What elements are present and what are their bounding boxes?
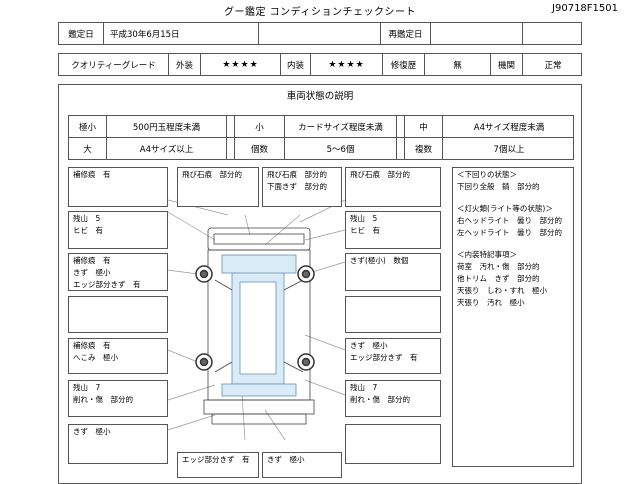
summary-line: 天張り しわ・すれ 極小 xyxy=(457,286,547,295)
document-id: J90718F1501 xyxy=(552,3,618,14)
note-windshield: 飛び石痕 部分的 xyxy=(177,167,259,207)
note-rear-window: きず 極小 xyxy=(262,452,342,478)
note-right-side xyxy=(345,296,441,333)
appraisal-date-label: 鑑定日 xyxy=(59,23,104,44)
size-legend-table: 極小 500円玉程度未満 小 カードサイズ程度未満 中 A4サイズ程度未満 大 … xyxy=(68,115,574,160)
note-left-front-bumper: 補修痕 有 xyxy=(68,167,168,207)
note-right-rear-door: きず 極小 エッジ部分きず 有 xyxy=(345,338,441,374)
legend-value: 500円玉程度未満 xyxy=(107,116,227,137)
legend-value: A4サイズ以上 xyxy=(107,138,227,160)
legend-value: 5～6個 xyxy=(285,138,397,160)
note-right-front-fender: きず(極小) 数個 xyxy=(345,253,441,291)
quality-grade-label: クオリティーグレード xyxy=(59,54,169,75)
appraisal-date-row: 鑑定日 平成30年6月15日 再鑑定日 xyxy=(58,22,582,45)
note-left-front-fender: 補修痕 有 きず 極小 エッジ部分きず 有 xyxy=(68,253,168,291)
note-left-headlight: 残山 5 ヒビ 有 xyxy=(68,211,168,249)
note-left-rear-tire: 残山 7 削れ・傷 部分的 xyxy=(68,380,168,417)
car-outline xyxy=(203,227,315,425)
summary-line: 他トリム きず 部分的 xyxy=(457,274,540,283)
reappraisal-date-label: 再鑑定日 xyxy=(381,23,431,44)
note-right-headlight: 残山 5 ヒビ 有 xyxy=(345,211,441,249)
exterior-label: 外装 xyxy=(169,54,201,75)
legend-label: 複数 xyxy=(405,138,443,160)
repair-history-value: 無 xyxy=(425,54,491,75)
sheet-title: グー鑑定 コンディションチェックシート xyxy=(224,7,416,18)
note-right-rear-bumper xyxy=(345,424,441,464)
legend-label: 個数 xyxy=(235,138,285,160)
legend-value: カードサイズ程度未満 xyxy=(285,116,397,137)
note-rear-gate: エッジ部分きず 有 xyxy=(177,452,259,478)
interior-label: 内装 xyxy=(281,54,311,75)
section-title: 車両状態の説明 xyxy=(286,91,354,102)
appraisal-date-blank xyxy=(259,23,381,44)
interior-rating: ★★★★ xyxy=(311,54,383,75)
note-right-rear-tire: 残山 7 削れ・傷 部分的 xyxy=(345,380,441,417)
quality-grade-row: クオリティーグレード 外装 ★★★★ 内装 ★★★★ 修復歴 無 機関 正常 xyxy=(58,53,582,76)
note-left-rear-door: 補修痕 有 へこみ 極小 xyxy=(68,338,168,374)
summary-panel: ＜下回りの状態＞ 下回り全般 錆 部分的 ＜灯火類(ライト等の状態)＞ 右ヘッド… xyxy=(452,167,574,467)
exterior-rating: ★★★★ xyxy=(201,54,281,75)
engine-label: 機関 xyxy=(491,54,523,75)
summary-line: ＜内装特記事項＞ xyxy=(457,250,517,259)
legend-value: 7個以上 xyxy=(493,145,525,155)
legend-label: 大 xyxy=(69,138,107,160)
appraisal-date-value: 平成30年6月15日 xyxy=(104,23,259,44)
note-left-side xyxy=(68,296,168,333)
note-right-front-bumper: 飛び石痕 部分的 xyxy=(345,167,441,207)
note-front-hood: 飛び石痕 部分的 下面きず 部分的 xyxy=(262,167,342,207)
summary-line: 天張り 汚れ 極小 xyxy=(457,298,525,307)
legend-label: 小 xyxy=(235,116,285,137)
summary-line: 右ヘッドライト 曇り 部分的 xyxy=(457,216,562,225)
note-left-rear-bumper: きず 極小 xyxy=(68,424,168,464)
summary-line: 左ヘッドライト 曇り 部分的 xyxy=(457,228,562,237)
legend-label: 中 xyxy=(405,116,443,137)
summary-line: ＜下回りの状態＞ xyxy=(457,170,517,179)
repair-history-label: 修復歴 xyxy=(383,54,425,75)
engine-value: 正常 xyxy=(544,60,562,71)
legend-label: 極小 xyxy=(69,116,107,137)
legend-value: A4サイズ程度未満 xyxy=(473,122,545,133)
summary-line: 下回り全般 錆 部分的 xyxy=(457,182,540,191)
summary-line: 荷室 汚れ・傷 部分的 xyxy=(457,262,540,271)
reappraisal-date-value xyxy=(431,23,523,44)
wheels xyxy=(195,265,315,371)
summary-line: ＜灯火類(ライト等の状態)＞ xyxy=(457,204,553,213)
summary-line xyxy=(457,239,569,249)
summary-line xyxy=(457,193,569,203)
